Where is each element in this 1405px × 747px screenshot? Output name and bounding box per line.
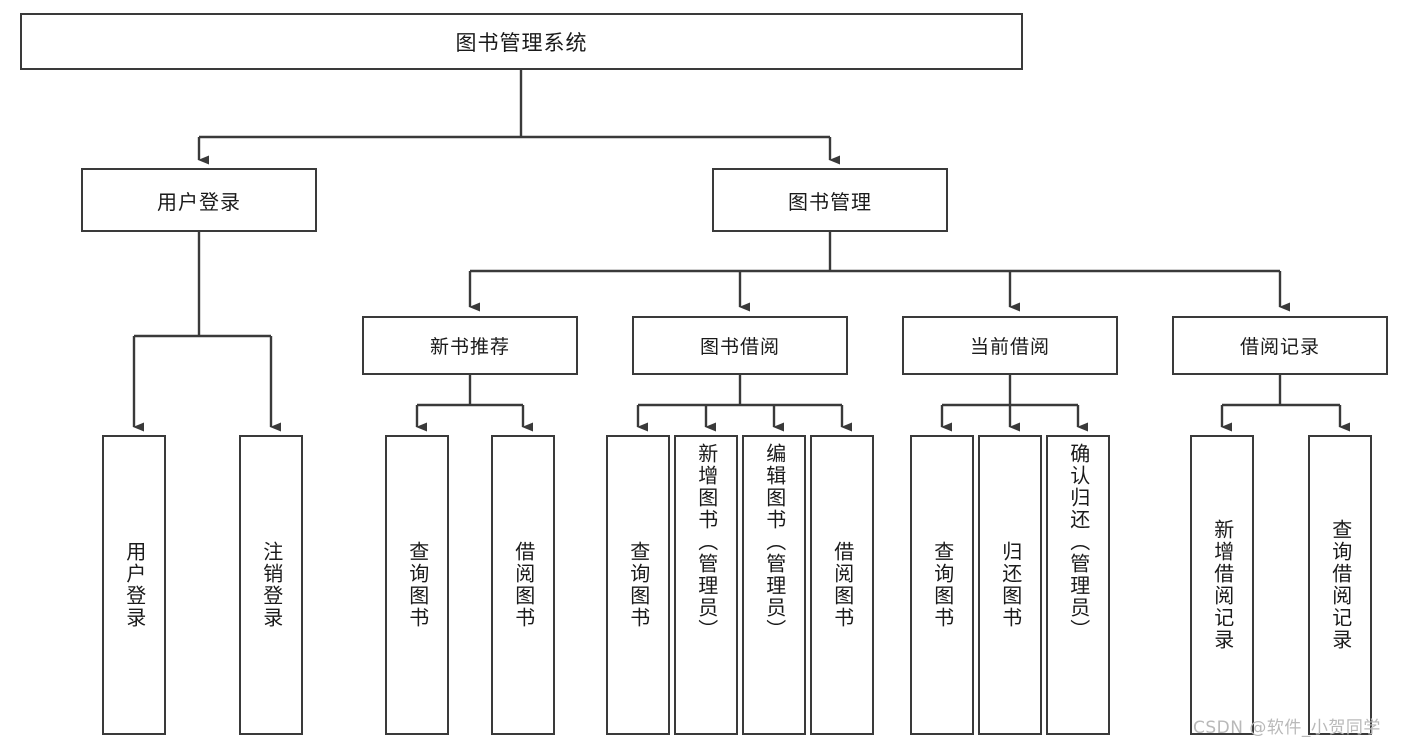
leaf-book-borrow-query[interactable]: 查询图书 <box>606 435 670 735</box>
node-book-management[interactable]: 图书管理 <box>712 168 948 232</box>
node-label: 新书推荐 <box>429 336 510 358</box>
leaf-current-borrow-query[interactable]: 查询图书 <box>910 435 974 735</box>
leaf-new-book-query[interactable]: 查询图书 <box>385 435 449 735</box>
leaf-book-borrow-lend[interactable]: 借阅图书 <box>810 435 874 735</box>
node-root-system[interactable]: 图书管理系统 <box>20 13 1023 70</box>
leaf-book-borrow-add[interactable]: 新增图书（管理员） <box>674 435 738 735</box>
node-label: 查询图书 <box>626 541 651 629</box>
node-label: 图书管理系统 <box>455 30 588 55</box>
leaf-book-borrow-edit[interactable]: 编辑图书（管理员） <box>742 435 806 735</box>
node-label: 用户登录 <box>122 541 147 629</box>
node-label: 查询图书 <box>405 541 430 629</box>
node-label: 新增借阅记录 <box>1210 519 1235 651</box>
leaf-user-login-signout[interactable]: 注销登录 <box>239 435 303 735</box>
node-user-login[interactable]: 用户登录 <box>81 168 317 232</box>
node-label: 归还图书 <box>998 541 1023 629</box>
node-current-borrow[interactable]: 当前借阅 <box>902 316 1118 375</box>
leaf-user-login-signin[interactable]: 用户登录 <box>102 435 166 735</box>
leaf-new-book-borrow[interactable]: 借阅图书 <box>491 435 555 735</box>
node-new-book-recommend[interactable]: 新书推荐 <box>362 316 578 375</box>
node-label: 查询图书 <box>930 541 955 629</box>
leaf-borrow-record-query[interactable]: 查询借阅记录 <box>1308 435 1372 735</box>
node-label: 借阅图书 <box>511 541 536 629</box>
leaf-borrow-record-add[interactable]: 新增借阅记录 <box>1190 435 1254 735</box>
leaf-current-borrow-return[interactable]: 归还图书 <box>978 435 1042 735</box>
node-label: 查询借阅记录 <box>1328 519 1353 651</box>
node-label: 当前借阅 <box>969 336 1050 358</box>
node-label: 用户登录 <box>157 189 241 214</box>
node-label: 借阅记录 <box>1239 336 1320 358</box>
node-book-borrow[interactable]: 图书借阅 <box>632 316 848 375</box>
node-label: 借阅图书 <box>830 541 855 629</box>
csdn-watermark: CSDN @软件_小贺同学 <box>1193 718 1381 738</box>
leaf-current-borrow-confirm-return[interactable]: 确认归还（管理员） <box>1046 435 1110 735</box>
node-label: 图书管理 <box>788 189 872 214</box>
node-label: 新增图书（管理员） <box>694 443 719 641</box>
node-label: 注销登录 <box>259 541 284 629</box>
node-label: 确认归还（管理员） <box>1066 443 1091 641</box>
node-label: 编辑图书（管理员） <box>762 443 787 641</box>
node-label: 图书借阅 <box>699 336 780 358</box>
node-borrow-record[interactable]: 借阅记录 <box>1172 316 1388 375</box>
